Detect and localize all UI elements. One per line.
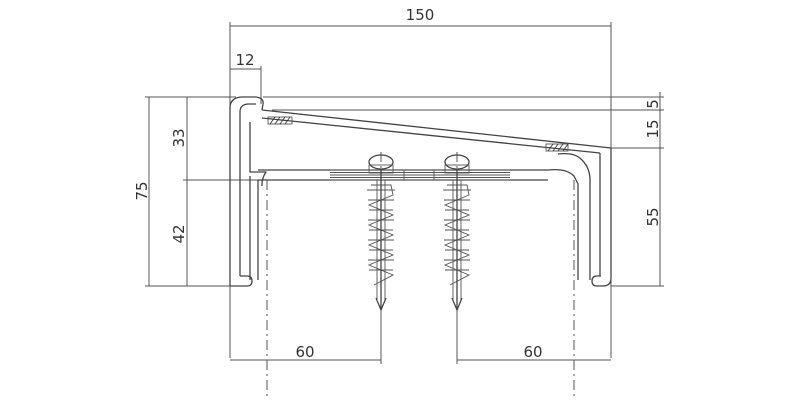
dimension-label-right-anchor-spacing: 60 [523, 343, 542, 361]
dimension-label-total-height: 75 [133, 181, 151, 200]
dimension-label-right-slope-drop: 15 [644, 119, 662, 138]
anchor-screw-right [443, 154, 471, 311]
base-plate [330, 169, 510, 181]
dimension-label-right-height: 55 [644, 207, 662, 226]
dimension-label-lip-width: 12 [235, 51, 254, 69]
dimension-left-heights: 75 33 42 [133, 96, 330, 287]
dimension-label-lower-height: 42 [170, 224, 188, 243]
dimension-lip-width: 12 [230, 51, 262, 104]
seal-strips [267, 116, 569, 152]
profile-section [229, 96, 612, 287]
dimension-anchor-spacing: 60 60 [230, 300, 611, 364]
dimension-label-left-anchor-spacing: 60 [295, 343, 314, 361]
dimension-label-overall-width: 150 [406, 6, 435, 24]
dimension-right-heights: 5 15 55 [263, 92, 664, 287]
dimension-overall-width: 150 [229, 6, 612, 358]
center-lines [266, 152, 575, 400]
dimension-label-right-top-gap: 5 [644, 99, 662, 109]
dimension-label-upper-height: 33 [170, 128, 188, 147]
anchor-screw-left [367, 154, 395, 311]
